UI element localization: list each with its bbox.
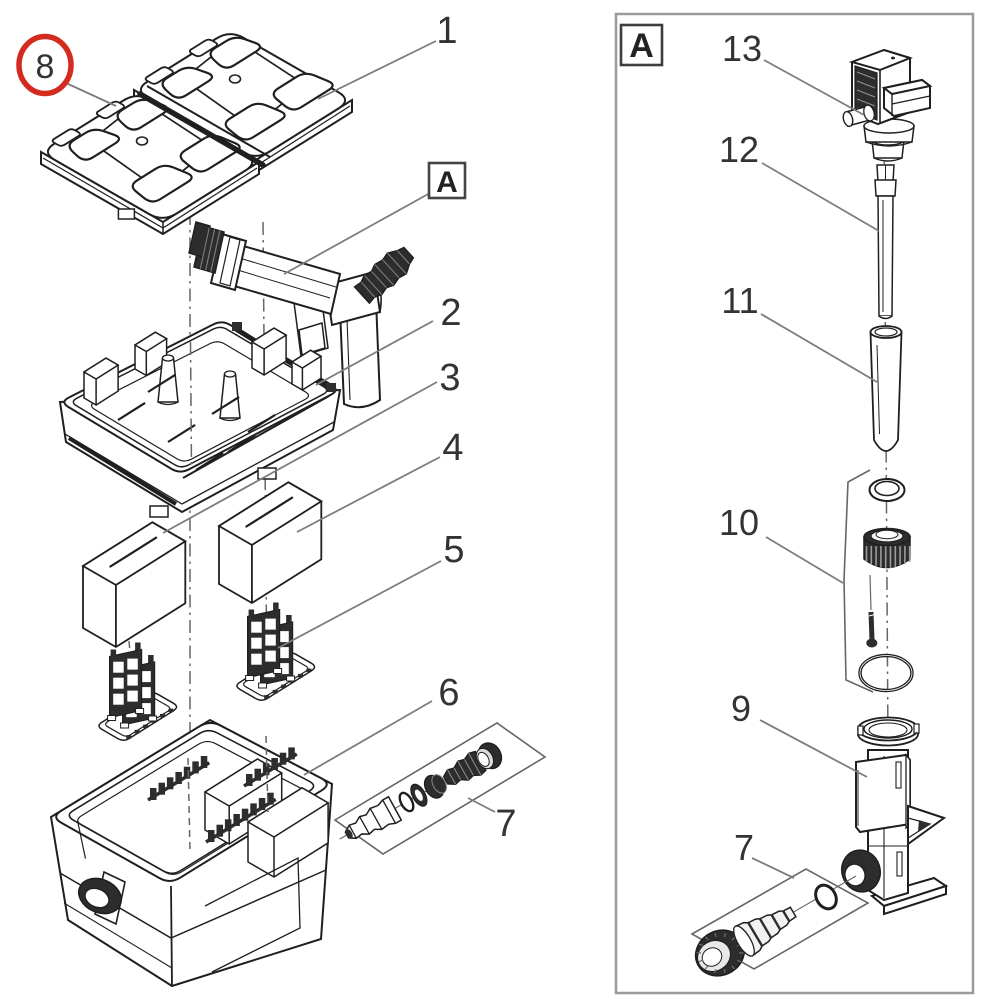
lid-right-part1 <box>133 33 353 174</box>
leader-1 <box>317 40 437 100</box>
leader-2 <box>315 320 434 386</box>
lamp-tube-part12 <box>874 164 897 320</box>
leader-10 <box>765 536 844 584</box>
quartz-glass-part11 <box>869 325 903 452</box>
leader-7L <box>467 797 496 813</box>
leader-13 <box>763 59 865 116</box>
leader-11 <box>760 313 878 383</box>
leader-7R <box>751 857 795 879</box>
callout-3: 3 <box>439 357 460 399</box>
callout-10: 10 <box>719 502 759 543</box>
leader-9 <box>759 719 868 778</box>
ring-nut <box>863 527 911 569</box>
callout-11: 11 <box>721 280 758 321</box>
detail-ref-box-main: A <box>427 161 467 200</box>
detail-panel-marker-label: A <box>629 27 654 65</box>
filter-foam-part3 <box>81 521 188 649</box>
o-ring-large <box>858 653 914 693</box>
grid-tower-left-part5 <box>98 642 178 741</box>
callout-6: 6 <box>438 672 459 714</box>
filter-tray-part2 <box>58 321 342 518</box>
leader-5 <box>277 560 442 649</box>
leader-3 <box>162 381 438 534</box>
callout-2: 2 <box>440 292 461 334</box>
leader-12 <box>761 162 880 232</box>
leader-8 <box>65 82 117 107</box>
grid-tower-right-part5 <box>236 602 316 701</box>
callout-1: 1 <box>436 10 457 52</box>
callout-7-main: 7 <box>495 803 516 845</box>
hose-fittings-right <box>694 875 857 977</box>
filter-foam-part4 <box>217 481 324 605</box>
uv-clarifier-unit <box>188 221 415 409</box>
o-ring-small <box>868 478 906 502</box>
lid-separation-band <box>137 85 271 168</box>
callout-7-detail: 7 <box>734 827 754 868</box>
center-lines-in-box <box>187 735 269 853</box>
screw <box>866 611 878 648</box>
detail-panel <box>614 12 975 995</box>
callout-13: 13 <box>722 28 762 69</box>
leader-lines <box>65 40 880 879</box>
fitting-set-left-part7 <box>333 722 547 855</box>
bracket-part10 <box>843 469 874 693</box>
filter-container-part6 <box>49 718 334 988</box>
uv-housing-part9 <box>841 716 949 916</box>
detail-panel-marker-box: A <box>619 23 664 67</box>
leader-6 <box>303 700 433 776</box>
callout-4: 4 <box>442 427 463 469</box>
leader-a <box>283 192 431 275</box>
callout-12: 12 <box>719 129 759 170</box>
callout-9: 9 <box>731 688 751 729</box>
callout-5: 5 <box>443 529 464 571</box>
uv-head-unit-part13 <box>842 48 933 162</box>
hose-fittings-left <box>339 742 503 840</box>
callout-8: 8 <box>36 48 55 86</box>
detail-ref-label-main: A <box>436 166 458 199</box>
highlight-circle-part8 <box>16 33 74 97</box>
leader-4 <box>296 456 441 533</box>
